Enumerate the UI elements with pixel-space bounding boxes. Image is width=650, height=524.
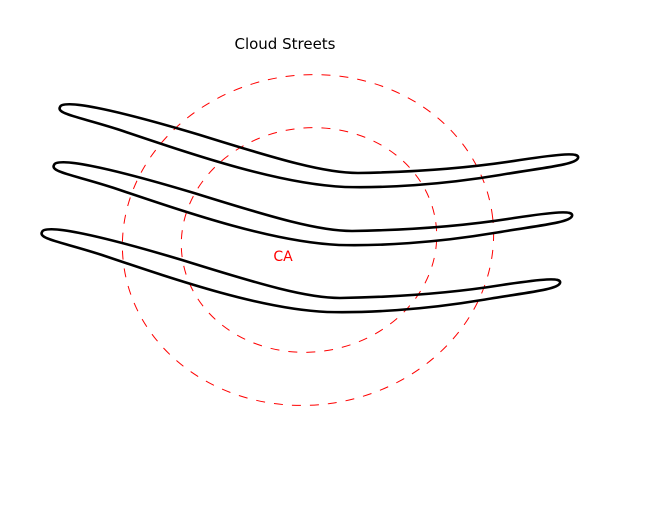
center-label: CA [273,249,293,265]
inner-dashed-ring [180,127,438,353]
diagram-title: Cloud Streets [234,35,335,53]
outer-dashed-ring [121,74,495,406]
cloud-street-1 [58,102,580,189]
